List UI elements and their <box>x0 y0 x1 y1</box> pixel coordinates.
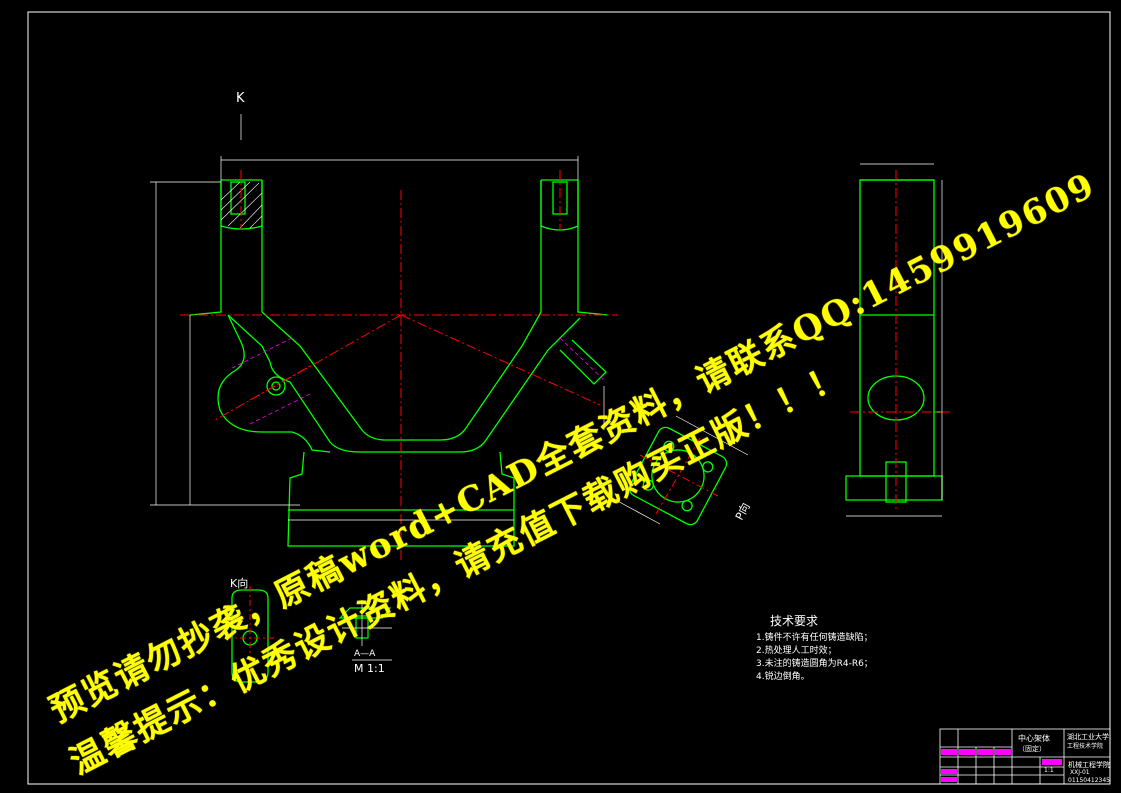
tech-req-item: 3.未注的铸造圆角为R4-R6； <box>756 657 873 669</box>
side-view <box>845 179 943 503</box>
k-arrow-label: K <box>236 91 245 106</box>
side-centerlines <box>850 170 950 510</box>
drawing-border <box>27 11 1111 785</box>
school-name: 湖北工业大学 <box>1067 732 1109 741</box>
title-block <box>939 728 1111 785</box>
author-id: 01150412345 <box>1068 777 1110 784</box>
p-view-centerlines <box>639 437 721 515</box>
p-view <box>628 426 728 526</box>
k-view-centerlines <box>226 586 274 690</box>
front-view <box>189 179 609 547</box>
section-aa <box>338 607 392 639</box>
tech-req-item: 2.热处理人工时效； <box>756 644 837 656</box>
k-view-label: K向 <box>230 576 248 590</box>
tech-req-item: 4.锐边倒角。 <box>756 670 810 682</box>
scale-value: 1:1 <box>1044 767 1054 774</box>
section-scale-label: M 1:1 <box>354 662 385 675</box>
part-sub: （固定） <box>1018 744 1046 753</box>
section-hatch <box>220 181 263 229</box>
p-view-dimensions <box>611 415 749 525</box>
tech-req-item: 1.铸件不许有任何铸造缺陷； <box>756 631 873 643</box>
section-aa-label: A—A <box>354 649 376 659</box>
school-sub: 工程技术学院 <box>1067 742 1103 750</box>
side-dimensions <box>846 163 943 517</box>
front-dimensions <box>150 114 605 521</box>
section-aa-lines <box>342 600 392 661</box>
front-centerlines <box>180 170 618 560</box>
hidden-lines <box>231 337 605 425</box>
part-name: 中心架体 <box>1018 733 1050 743</box>
dept-name: 机械工程学院 <box>1068 760 1110 769</box>
p-view-label: P向 <box>732 500 753 522</box>
title-block-labels <box>941 749 1062 782</box>
tech-req-title: 技术要求 <box>770 614 818 628</box>
drawing-number: XXJ-01 <box>1070 769 1090 776</box>
